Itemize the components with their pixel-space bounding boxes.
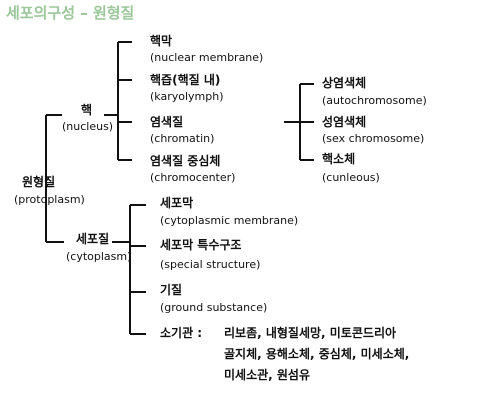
chromocenter-en: (chromocenter) xyxy=(150,171,236,184)
karyolymph-en: (karyolymph) xyxy=(150,90,224,103)
autochromosome-ko: 상염색체 xyxy=(322,76,367,90)
nucleus-label-ko: 핵 xyxy=(81,103,93,117)
ground-substance-ko: 기질 xyxy=(160,283,183,297)
cunleous-en: (cunleous) xyxy=(322,171,380,184)
special-structure-ko: 세포막 특수구조 xyxy=(160,238,242,252)
diagram-title: 세포의구성 – 원형질 xyxy=(6,4,135,22)
cytoplasm-label-en: (cytoplasm) xyxy=(66,250,132,263)
organelles-line-1: 리보좀, 내형질세망, 미토콘드리아 xyxy=(224,326,397,340)
karyolymph-ko: 핵즙(핵질 내) xyxy=(150,73,221,87)
cunleous-ko: 핵소체 xyxy=(322,152,356,166)
ground-substance-en: (ground substance) xyxy=(160,301,268,314)
nuclear-membrane-en: (nuclear membrane) xyxy=(150,51,264,64)
chromatin-ko: 염색질 xyxy=(150,115,184,129)
nucleus-label-en: (nucleus) xyxy=(62,120,114,133)
cytoplasm-label-ko: 세포질 xyxy=(76,232,110,246)
chromatin-en: (chromatin) xyxy=(150,132,215,145)
organelles-label: 소기관 : xyxy=(160,326,203,340)
chromocenter-ko: 염색질 중심체 xyxy=(150,154,221,168)
root-label-ko: 원형질 xyxy=(22,175,56,189)
special-structure-en: (special structure) xyxy=(160,258,261,271)
sex-chromosome-ko: 성염색체 xyxy=(322,115,367,129)
autochromosome-en: (autochromosome) xyxy=(322,94,427,107)
organelles-line-2: 골지체, 용해소체, 중심체, 미세소체, xyxy=(224,347,410,361)
sex-chromosome-en: (sex chromosome) xyxy=(322,132,425,145)
organelles-line-3: 미세소관, 원섬유 xyxy=(224,368,311,382)
nuclear-membrane-ko: 핵막 xyxy=(150,34,173,48)
cytoplasmic-membrane-ko: 세포막 xyxy=(160,196,194,210)
cytoplasmic-membrane-en: (cytoplasmic membrane) xyxy=(160,214,299,227)
root-label-en: (protoplasm) xyxy=(14,193,85,206)
